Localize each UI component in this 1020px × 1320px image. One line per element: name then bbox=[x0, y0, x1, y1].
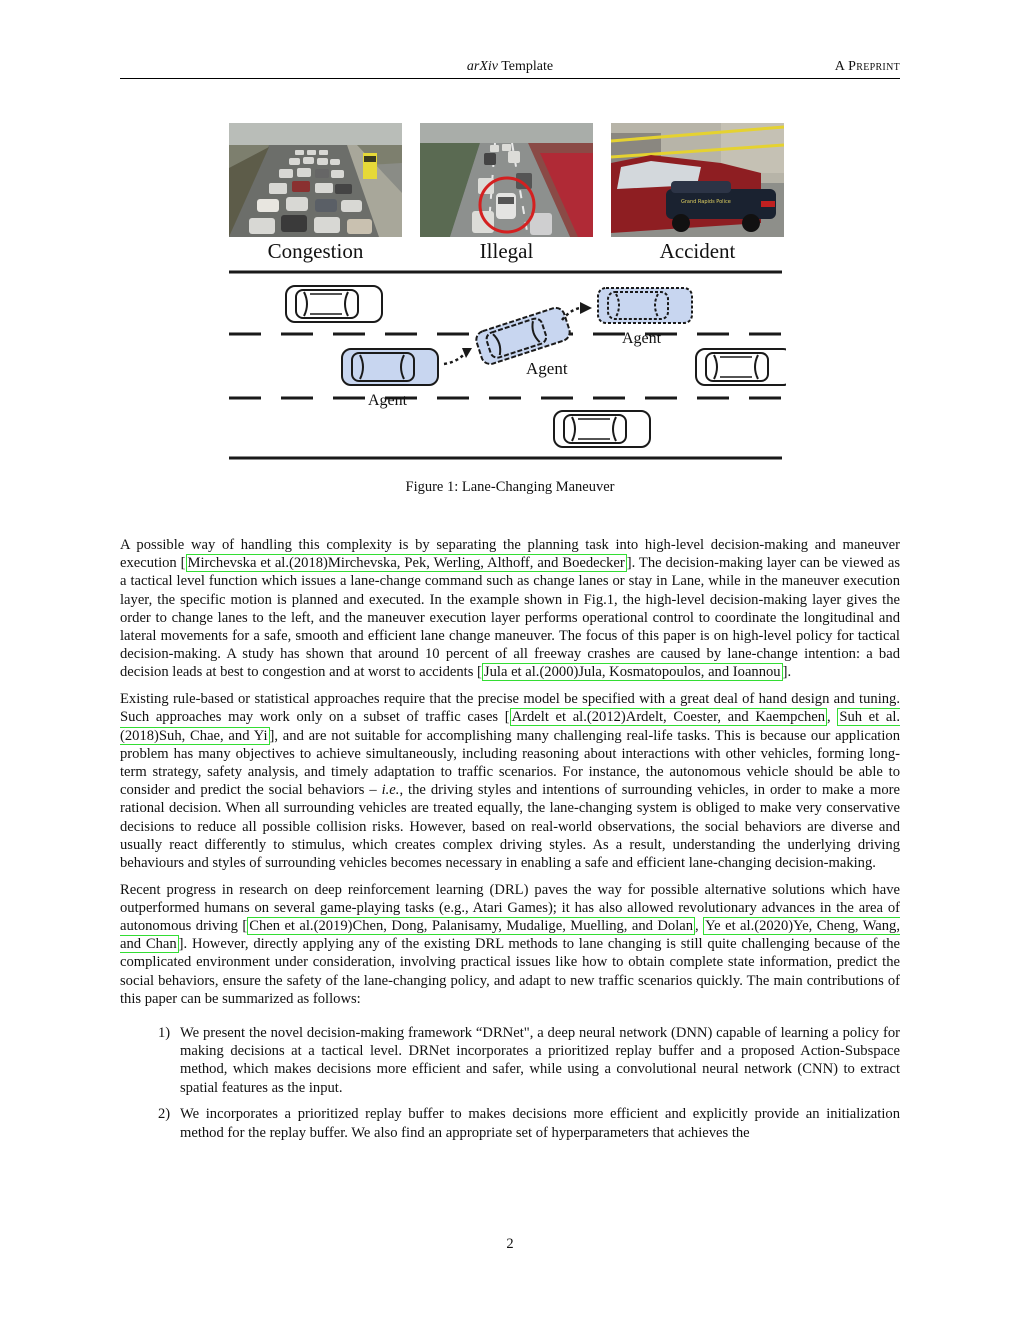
citation-link[interactable]: Ardelt et al.(2012)Ardelt, Coester, and … bbox=[509, 708, 828, 727]
maneuver-arrow-icon bbox=[561, 306, 583, 321]
paragraph: Recent progress in research on deep rein… bbox=[120, 881, 900, 1007]
citation-link[interactable]: Mirchevska et al.(2018)Mirchevska, Pek, … bbox=[185, 554, 627, 573]
svg-text:Grand Rapids Police: Grand Rapids Police bbox=[681, 199, 731, 205]
car-icon bbox=[553, 410, 651, 448]
arrowhead-icon bbox=[580, 302, 592, 314]
agent-label: Agent bbox=[368, 392, 408, 409]
paragraph: Existing rule-based or statistical appro… bbox=[120, 691, 901, 871]
agent-label: Agent bbox=[622, 330, 662, 347]
list-item: 2)We incorporates a prioritized replay b… bbox=[158, 1106, 900, 1141]
citation-link[interactable]: Jula et al.(2000)Jula, Kosmatopoulos, an… bbox=[481, 663, 783, 682]
citation-link[interactable]: Chen et al.(2019)Chen, Dong, Palanisamy,… bbox=[247, 917, 696, 936]
paragraph: A possible way of handling this complexi… bbox=[120, 537, 900, 682]
body-text: A possible way of handling this complexi… bbox=[120, 536, 901, 1150]
agent-label: Agent bbox=[526, 359, 568, 378]
citation-link[interactable]: Ye et al.(2020)Ye, Cheng, Wang, and Chan bbox=[120, 917, 900, 954]
list-item: 1)We present the novel decision-making f… bbox=[158, 1025, 900, 1096]
arrowhead-icon bbox=[462, 348, 472, 358]
header-title: arXiv Template bbox=[466, 59, 554, 74]
illegal-photo bbox=[420, 123, 593, 237]
agent-car-icon bbox=[341, 348, 439, 386]
accident-photo: Grand Rapids Police bbox=[611, 123, 784, 237]
figure-caption: Figure 1: Lane-Changing Maneuver bbox=[405, 479, 615, 495]
page-number: 2 bbox=[506, 1236, 514, 1252]
header-preprint-label: A Preprint bbox=[834, 59, 900, 74]
car-icon bbox=[285, 285, 383, 323]
congestion-label: Congestion bbox=[267, 239, 364, 263]
maneuver-arrow-icon bbox=[443, 351, 467, 366]
accident-label: Accident bbox=[659, 239, 736, 263]
lane-change-diagram: Agent Agent Agent bbox=[229, 270, 786, 460]
running-header: arXiv Template A Preprint bbox=[120, 58, 900, 79]
illegal-label: Illegal bbox=[479, 239, 534, 263]
agent-car-icon bbox=[597, 287, 693, 324]
congestion-photo bbox=[229, 123, 402, 237]
agent-car-icon bbox=[475, 306, 571, 365]
car-icon bbox=[695, 348, 786, 386]
citation-link[interactable]: Suh et al.(2018)Suh, Chae, and Yi bbox=[120, 708, 901, 745]
contributions-list: 1)We present the novel decision-making f… bbox=[120, 1024, 900, 1142]
